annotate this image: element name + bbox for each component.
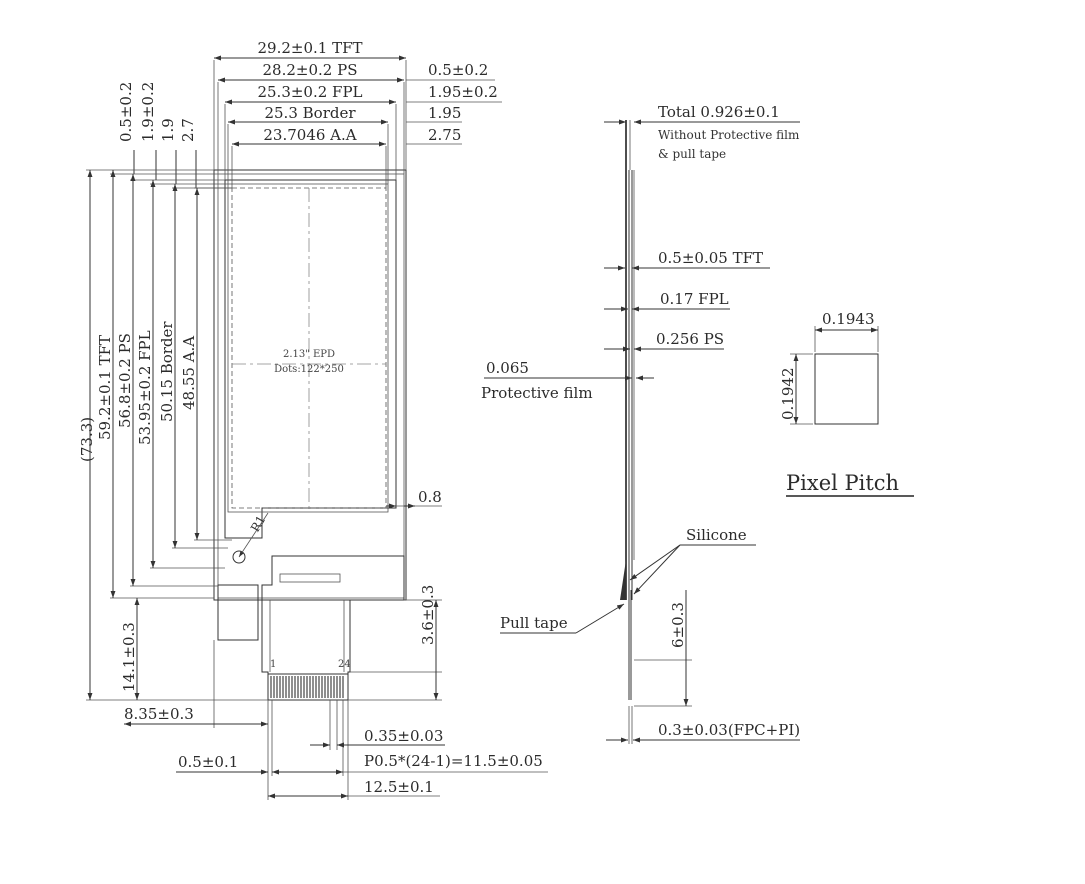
dim-aa-width: 23.7046 A.A: [263, 126, 356, 144]
dim-fpl-height: 53.95±0.2 FPL: [136, 330, 154, 445]
silicone-fill: [620, 560, 626, 600]
left-dimensions: [86, 169, 268, 701]
pin-last: 24: [338, 659, 351, 670]
pixel-pitch: 0.1943 0.1942 Pixel Pitch: [779, 310, 914, 497]
ps-outline: [217, 173, 405, 599]
pp-height: 0.1942: [779, 368, 797, 421]
side-ps: 0.256 PS: [656, 330, 724, 348]
dim-lt-3: 1.9: [159, 118, 177, 142]
pixel-box: [814, 353, 879, 425]
dim-right-gap: 0.8: [418, 488, 442, 506]
side-total-note-1: Without Protective film: [658, 128, 800, 142]
side-fpc-thk: 0.3±0.03(FPC+PI): [658, 721, 800, 739]
center-label-1: 2.13" EPD: [283, 349, 335, 360]
alignment-hole: [232, 550, 246, 564]
dim-pin-width: 0.35±0.03: [364, 727, 443, 745]
top-dimensions: [213, 55, 502, 188]
pixel-pitch-title: Pixel Pitch: [786, 471, 899, 495]
dim-border-width: 25.3 Border: [264, 104, 356, 122]
ic-mark: [279, 573, 341, 583]
bond-hatch: [261, 555, 405, 601]
dim-r-aa: 2.75: [428, 126, 461, 144]
dim-tft-width: 29.2±0.1 TFT: [257, 39, 362, 57]
dim-fpc-height: 3.6±0.3: [419, 585, 437, 645]
r1-label: R1: [248, 513, 268, 534]
pin-first: 1: [270, 659, 276, 670]
center-label-2: Dots:122*250: [274, 364, 344, 375]
side-pull-tape: Pull tape: [500, 614, 568, 632]
side-total-note-2: & pull tape: [658, 147, 726, 161]
dim-ps-height: 56.8±0.2 PS: [116, 333, 134, 428]
silicone-leader-1: [629, 544, 681, 581]
dim-r-border: 1.95: [428, 104, 461, 122]
dim-fpc-total: 14.1±0.3: [120, 622, 138, 692]
dim-edge: 0.5±0.1: [178, 753, 238, 771]
pulltape-leader: [575, 603, 625, 634]
side-pf-label: Protective film: [481, 384, 593, 402]
dim-ps-width: 28.2±0.2 PS: [263, 61, 358, 79]
bottom-dimensions: [124, 640, 548, 800]
fpc-pins: [267, 673, 349, 701]
dim-pitch: P0.5*(24-1)=11.5±0.05: [364, 752, 543, 770]
side-tail: 6±0.3: [669, 602, 687, 648]
side-tft: 0.5±0.05 TFT: [658, 249, 763, 267]
dim-fpl-width: 25.3±0.2 FPL: [257, 83, 362, 101]
dim-r-fpl: 1.95±0.2: [428, 83, 498, 101]
front-view: 2.13" EPD Dots:122*250 R1 1 24: [78, 39, 548, 800]
dim-tft-height: 59.2±0.1 TFT: [96, 335, 114, 440]
pp-width: 0.1943: [822, 310, 875, 328]
dim-aa-height: 48.55 A.A: [180, 336, 198, 410]
dim-lt-1: 0.5±0.2: [117, 82, 135, 142]
r1-leader: [238, 512, 269, 558]
side-pf-value: 0.065: [486, 359, 529, 377]
dim-lt-4: 2.7: [179, 118, 197, 142]
border-outline: [227, 183, 389, 513]
side-fpl: 0.17 FPL: [660, 290, 729, 308]
dim-fpc-width: 12.5±0.1: [364, 778, 434, 796]
dim-fpc-offset: 8.35±0.3: [124, 705, 194, 723]
sealant-hatch: [217, 584, 259, 641]
right-dimensions: [348, 503, 442, 701]
dim-r-ps: 0.5±0.2: [428, 61, 488, 79]
dim-overall-height: (73.3): [78, 417, 96, 462]
side-silicone: Silicone: [686, 526, 747, 544]
tft-outline: [213, 169, 407, 601]
side-total: Total 0.926±0.1: [658, 103, 780, 121]
dim-lt-2: 1.9±0.2: [139, 82, 157, 142]
silicone-leader-2: [633, 544, 681, 595]
side-view: Total 0.926±0.1 Without Protective film …: [481, 103, 800, 744]
left-top-dims: [133, 150, 197, 188]
dim-border-height: 50.15 Border: [158, 321, 176, 422]
